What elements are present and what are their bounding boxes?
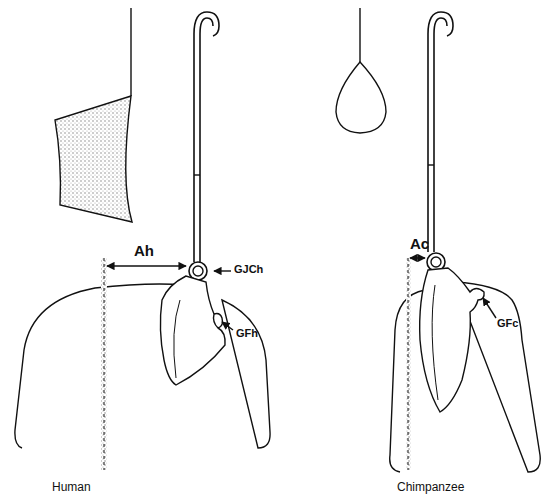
joint-label: GFh — [236, 328, 258, 339]
joint-label: GJCh — [234, 264, 263, 275]
chimpanzee-figure — [336, 8, 540, 472]
human-figure — [15, 8, 270, 470]
joint-label: GFc — [497, 318, 518, 329]
figure-caption: Chimpanzee — [397, 481, 464, 493]
dimension-label: Ac — [410, 236, 429, 251]
dimension-label: Ah — [134, 243, 154, 258]
figure-caption: Human — [52, 481, 91, 493]
